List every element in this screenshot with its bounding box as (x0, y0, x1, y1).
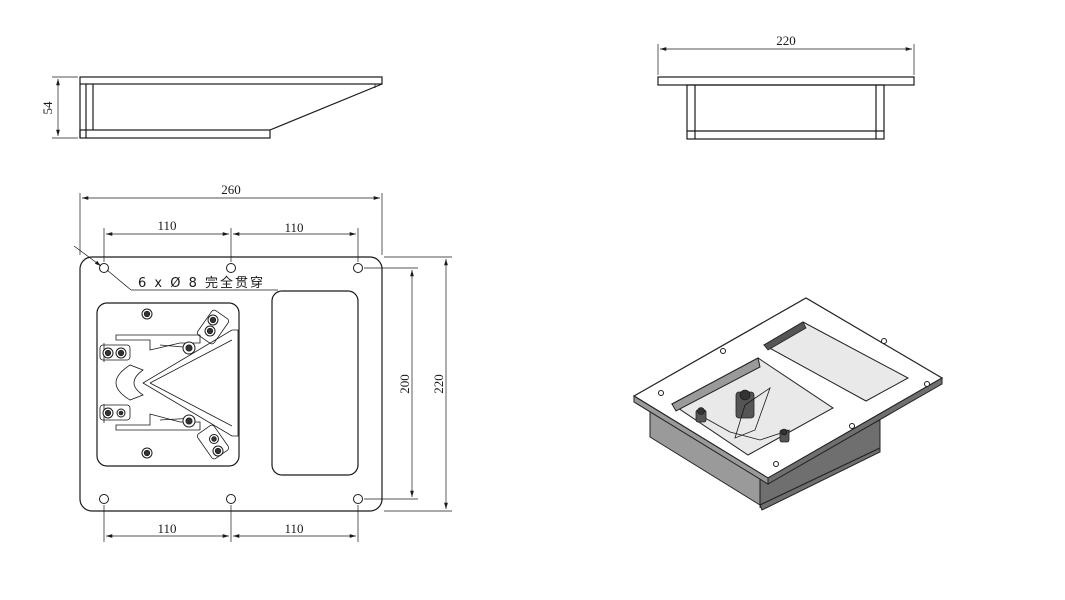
side-view: 54 (40, 76, 383, 139)
hole-callout-note: 6 x Ø 8 完全贯穿 (138, 275, 265, 291)
top-spacing-right: 110 (284, 220, 303, 235)
overall-height-dim: 220 (431, 374, 446, 394)
mount-hole (99, 494, 109, 504)
mount-hole (226, 263, 236, 273)
mount-hole (99, 263, 109, 273)
mount-hole (226, 494, 236, 504)
top-view: 260 110 110 110 110 200 220 6 x Ø 8 完全贯穿 (73, 182, 452, 542)
isometric-view (632, 297, 944, 511)
hole-spacing-vertical: 200 (397, 374, 412, 394)
front-width-dim: 220 (776, 33, 796, 48)
mount-hole (353, 263, 363, 273)
top-spacing-left: 110 (157, 218, 176, 233)
right-pocket (271, 290, 359, 476)
front-view: 220 (657, 33, 915, 140)
bottom-spacing-left: 110 (157, 521, 176, 536)
bottom-spacing-right: 110 (284, 521, 303, 536)
overall-width-dim: 260 (221, 182, 241, 197)
bolt-group (102, 308, 224, 459)
side-height-dim: 54 (40, 101, 55, 115)
mount-hole (353, 494, 363, 504)
